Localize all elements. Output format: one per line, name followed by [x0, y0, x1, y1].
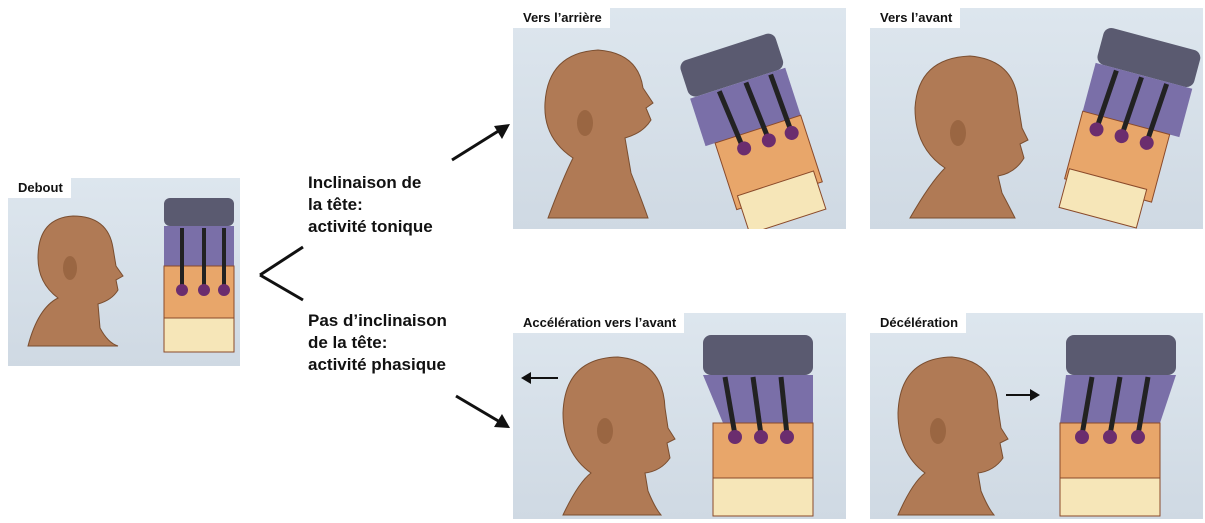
caption-tilt-line2: la tête:	[308, 194, 433, 216]
caption-tilt-line1: Inclinaison de	[308, 172, 433, 194]
caption-tilt-line3: activité tonique	[308, 216, 433, 238]
arrow-to-acceleration-icon	[456, 396, 510, 428]
arrow-to-arriere-icon	[452, 124, 510, 160]
caption-no-tilt-line3: activité phasique	[308, 354, 447, 376]
caption-no-tilt: Pas d’inclinaison de la tête: activité p…	[308, 310, 447, 376]
caption-no-tilt-line2: de la tête:	[308, 332, 447, 354]
caption-tilt: Inclinaison de la tête: activité tonique	[308, 172, 433, 238]
branch-connector	[260, 247, 303, 300]
caption-no-tilt-line1: Pas d’inclinaison	[308, 310, 447, 332]
